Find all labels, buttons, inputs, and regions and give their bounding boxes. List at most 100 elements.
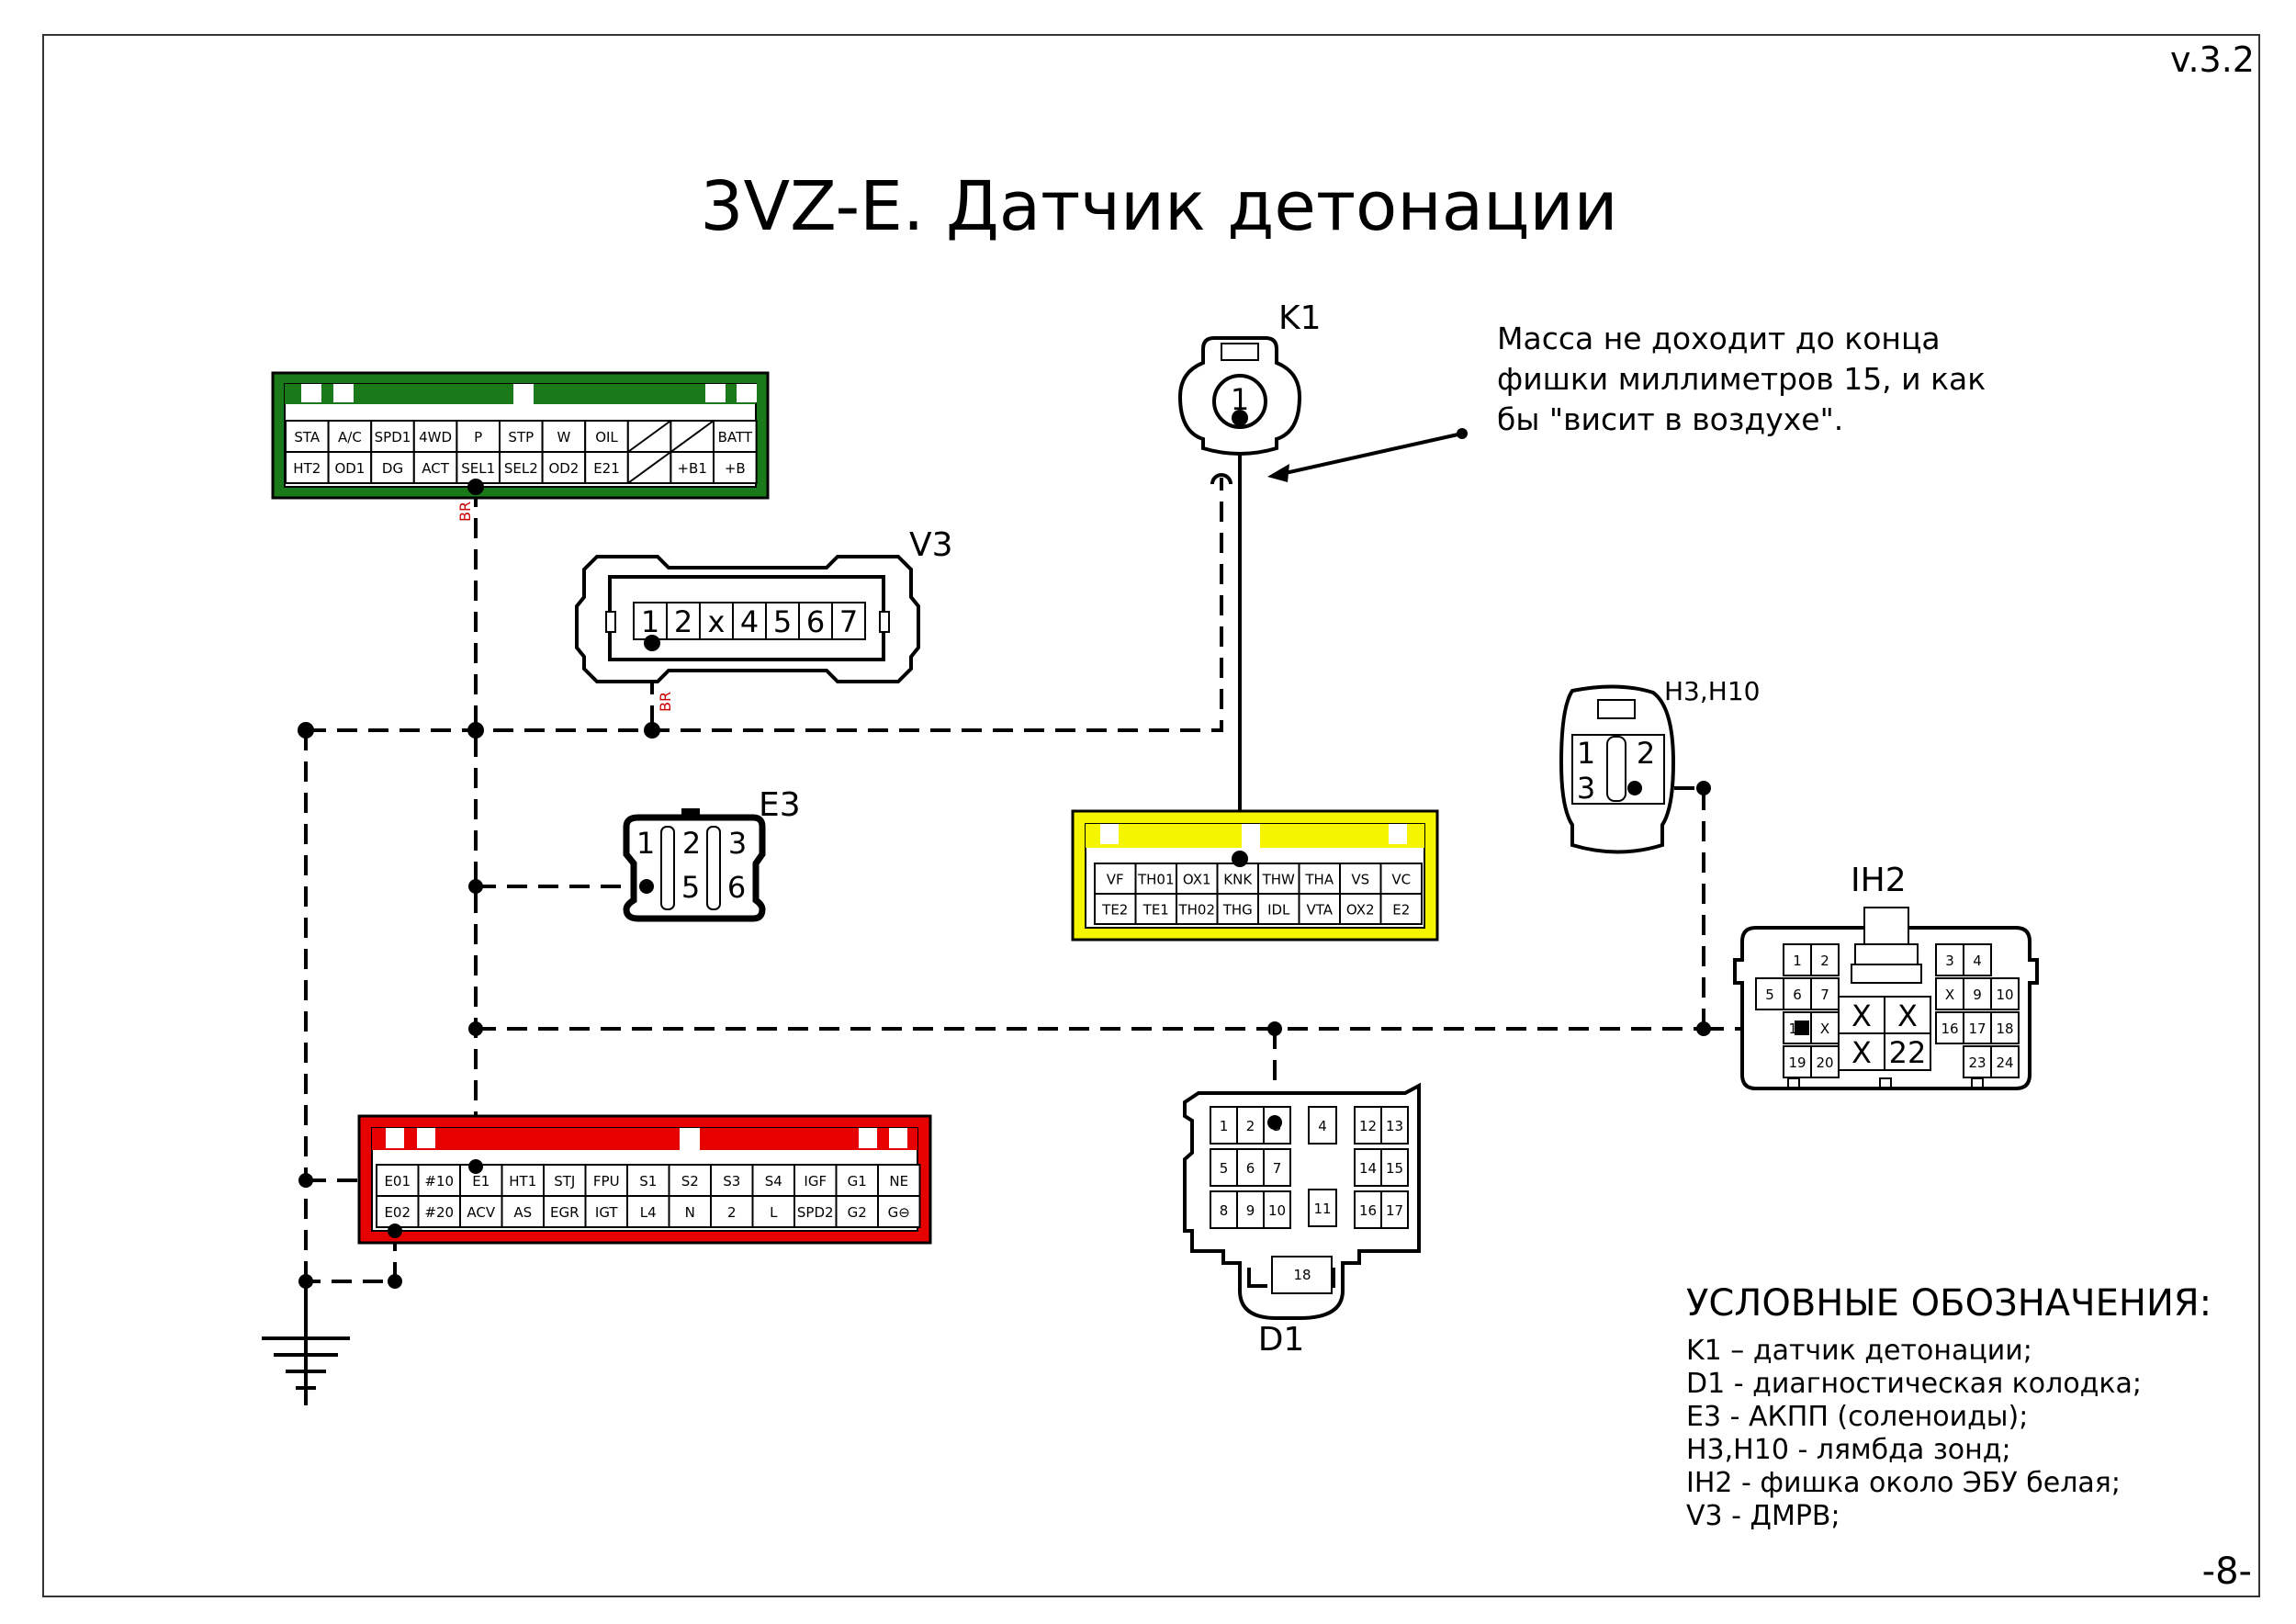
yellow-pin-VS: VS — [1339, 863, 1382, 895]
svg-text:OD2: OD2 — [548, 460, 579, 477]
legend-item: V3 - ДМРВ; — [1686, 1500, 1840, 1532]
page-frame — [42, 34, 2260, 1597]
yellow-pin-IDL: IDL — [1257, 893, 1300, 925]
green-pin-A/C: A/C — [327, 420, 373, 453]
svg-text:E1: E1 — [472, 1173, 490, 1190]
yellow-pin-E2: E2 — [1379, 893, 1423, 925]
d1-label: D1 — [1258, 1321, 1305, 1359]
svg-text:10: 10 — [1268, 1202, 1286, 1219]
d1-pin-2: 2 — [1236, 1106, 1265, 1145]
svg-text:ACT: ACT — [422, 460, 449, 477]
d1-pin-16: 16 — [1354, 1190, 1382, 1229]
d1-pin-18: 18 — [1293, 1267, 1311, 1283]
junction-dot — [1696, 1021, 1711, 1036]
red-pin-EGR: EGR — [543, 1195, 587, 1228]
red-pin-S4: S4 — [751, 1164, 795, 1197]
ih2-pin-9: 9 — [1963, 977, 1992, 1010]
svg-text:7: 7 — [1273, 1160, 1282, 1177]
ih2-pin-6: 6 — [1783, 977, 1812, 1010]
svg-text:15: 15 — [1386, 1160, 1403, 1177]
ih2-connector: 1256711X1920XXX2234X9101617182324 IH2 — [1733, 862, 2039, 1090]
junction-dot — [468, 1021, 483, 1036]
green-pin-HT2: HT2 — [285, 451, 330, 484]
svg-text:G2: G2 — [848, 1204, 867, 1221]
svg-text:EGR: EGR — [550, 1204, 580, 1221]
svg-text:11: 11 — [1313, 1201, 1331, 1217]
svg-text:AS: AS — [513, 1204, 532, 1221]
svg-text:2: 2 — [727, 1204, 737, 1221]
svg-text:3: 3 — [1945, 953, 1954, 969]
svg-text:22: 22 — [1889, 1035, 1927, 1070]
svg-text:SEL1: SEL1 — [461, 460, 495, 477]
annotation-line: Масса не доходит до конца — [1497, 321, 1941, 356]
red-pin-L: L — [751, 1195, 795, 1228]
svg-text:A/C: A/C — [338, 429, 362, 445]
svg-text:9: 9 — [1246, 1202, 1255, 1219]
svg-text:TH02: TH02 — [1177, 902, 1215, 919]
svg-text:TE2: TE2 — [1101, 902, 1128, 919]
v3-pin-4: 4 — [732, 602, 767, 640]
e3-pin-1: 1 — [636, 826, 655, 861]
v3-pin-2: 2 — [666, 602, 701, 640]
d1-pin-15: 15 — [1380, 1148, 1409, 1187]
green-pin-4WD: 4WD — [412, 420, 458, 453]
svg-text:4WD: 4WD — [419, 429, 452, 445]
red-pin-SPD2: SPD2 — [793, 1195, 838, 1228]
yellow-pin-VTA: VTA — [1298, 893, 1341, 925]
green-pin-E21: E21 — [584, 451, 629, 484]
svg-text:HT1: HT1 — [509, 1173, 536, 1190]
e3-pin-3: 3 — [728, 826, 747, 861]
wire-color-label: BR — [657, 692, 674, 712]
svg-text:VC: VC — [1391, 872, 1411, 888]
red-pin-E02: E02 — [376, 1195, 420, 1228]
svg-text:THW: THW — [1262, 872, 1295, 888]
svg-text:TE1: TE1 — [1142, 902, 1169, 919]
svg-text:10: 10 — [1996, 987, 2013, 1003]
svg-text:5: 5 — [1220, 1160, 1229, 1177]
svg-text:9: 9 — [1973, 987, 1982, 1003]
junction-dot — [468, 879, 483, 894]
green-pin-P: P — [456, 420, 501, 453]
svg-text:23: 23 — [1968, 1054, 1986, 1071]
yellow-pin-THW: THW — [1257, 863, 1300, 895]
red-pin-AS: AS — [501, 1195, 545, 1228]
svg-text:VF: VF — [1107, 872, 1124, 888]
svg-text:#10: #10 — [424, 1173, 454, 1190]
red-pin-L4: L4 — [626, 1195, 670, 1228]
red-pin-2: 2 — [710, 1195, 754, 1228]
ih2-pin-19: 19 — [1783, 1045, 1812, 1078]
svg-text:12: 12 — [1359, 1118, 1377, 1134]
svg-text:L4: L4 — [640, 1204, 657, 1221]
svg-text:THA: THA — [1304, 872, 1334, 888]
ih2-pin-1: 1 — [1783, 943, 1812, 976]
d1-pin-1: 1 — [1210, 1106, 1238, 1145]
svg-text:HT2: HT2 — [293, 460, 321, 477]
ih2-pin-4: 4 — [1963, 943, 1992, 976]
d1-pin-14: 14 — [1354, 1148, 1382, 1187]
svg-text:7: 7 — [1820, 987, 1829, 1003]
yellow-pin-KNK: KNK — [1216, 863, 1259, 895]
svg-text:N: N — [685, 1204, 695, 1221]
junction-dot — [1457, 428, 1468, 439]
green-pin-STP: STP — [499, 420, 544, 453]
svg-text:X: X — [1945, 987, 1954, 1003]
svg-text:G1: G1 — [848, 1173, 867, 1190]
legend-item: E3 - АКПП (соленоиды); — [1686, 1401, 2028, 1433]
svg-text:1: 1 — [1220, 1118, 1229, 1134]
svg-text:L: L — [770, 1204, 778, 1221]
svg-text:X: X — [1897, 998, 1918, 1033]
svg-text:6: 6 — [1246, 1160, 1255, 1177]
svg-text:17: 17 — [1386, 1202, 1403, 1219]
green-pin-+B: +B — [713, 451, 758, 484]
svg-text:X: X — [1851, 1035, 1872, 1070]
yellow-pin-VC: VC — [1379, 863, 1423, 895]
svg-text:16: 16 — [1359, 1202, 1377, 1219]
green-pin-DG: DG — [370, 451, 415, 484]
svg-text:+B1: +B1 — [677, 460, 706, 477]
svg-text:2: 2 — [1246, 1118, 1255, 1134]
svg-text:NE: NE — [889, 1173, 908, 1190]
svg-text:G⊖: G⊖ — [888, 1204, 910, 1221]
v3-pin-5: 5 — [765, 602, 800, 640]
